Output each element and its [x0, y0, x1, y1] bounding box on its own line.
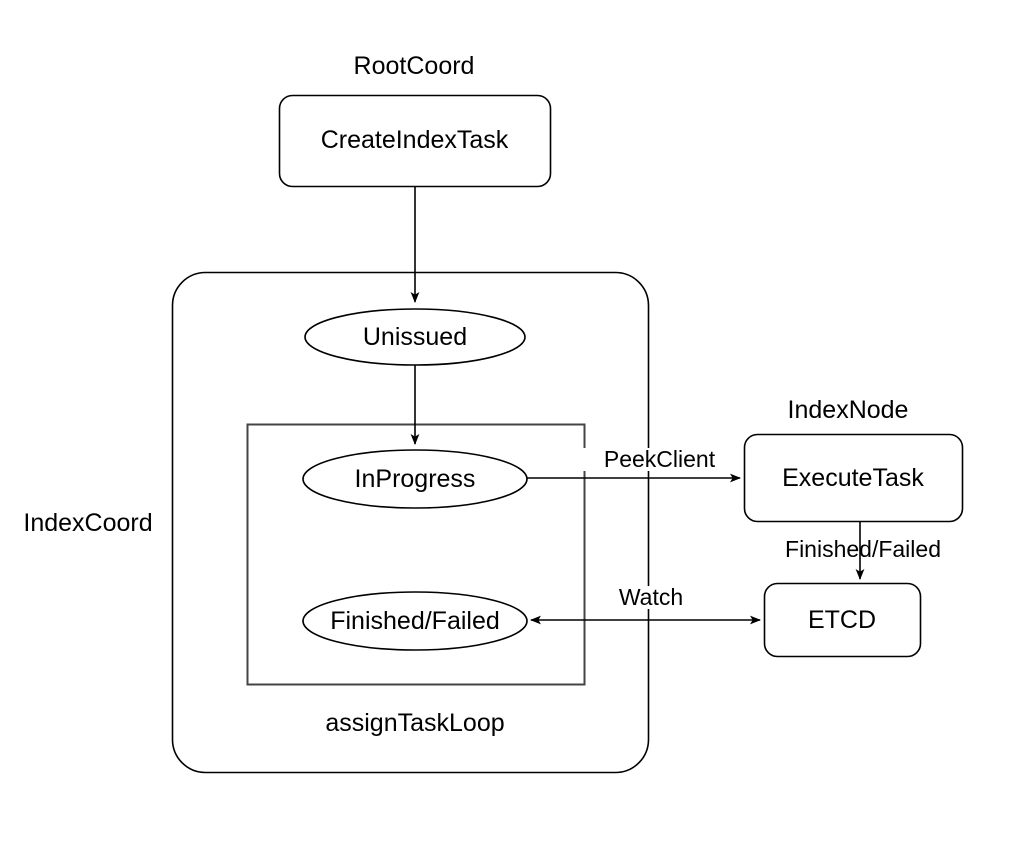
etcd-hit[interactable]	[764, 583, 920, 656]
finished-failed-ellipse[interactable]	[302, 591, 528, 651]
in-progress-hit[interactable]	[303, 450, 527, 508]
in-progress-ellipse[interactable]	[302, 449, 528, 509]
finished-failed-hit[interactable]	[303, 592, 527, 650]
create-index-task-hit[interactable]	[279, 95, 550, 186]
index-coord-container	[171, 271, 650, 774]
assign-task-loop-container	[246, 423, 586, 686]
execute-task-hit[interactable]	[744, 434, 962, 521]
unissued-hit[interactable]	[305, 309, 525, 365]
etcd-box[interactable]	[763, 582, 922, 658]
execute-task-box[interactable]	[743, 433, 964, 523]
